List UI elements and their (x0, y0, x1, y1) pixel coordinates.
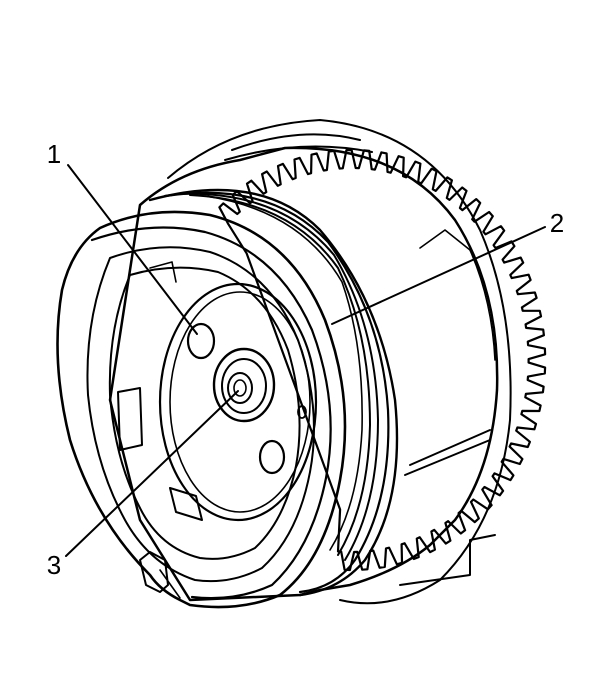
hub-face (117, 261, 318, 522)
hub-bolt-hole-upper (186, 322, 216, 360)
callout-2: 2 (550, 208, 564, 238)
callout-1: 1 (47, 139, 61, 169)
leader-line-2 (331, 226, 546, 325)
hub-pin-hole (297, 405, 307, 419)
locating-tab (139, 551, 169, 593)
leader-line-1 (67, 164, 198, 335)
center-bolt (212, 347, 276, 423)
leader-line-3 (65, 390, 239, 557)
hub-bolt-hole-lower (258, 439, 286, 475)
housing-bands (148, 188, 399, 597)
callout-3: 3 (47, 550, 61, 580)
actuator-housing (108, 133, 499, 602)
front-cover (56, 210, 347, 609)
